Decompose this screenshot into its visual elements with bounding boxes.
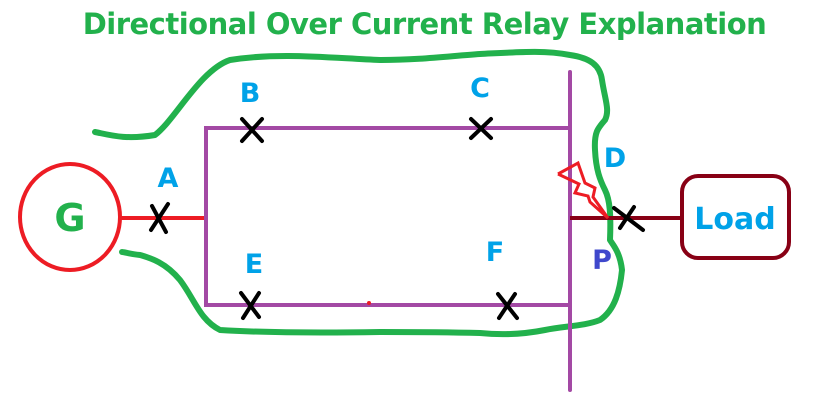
fault-lightning-icon xyxy=(557,160,610,220)
protection-zone-outline xyxy=(92,48,625,338)
breaker-label-d: D xyxy=(604,143,626,174)
load-label: Load xyxy=(694,202,775,237)
diagram-title: Directional Over Current Relay Explanati… xyxy=(82,7,767,41)
breaker-e-mark xyxy=(239,291,261,320)
breaker-label-f: F xyxy=(486,237,504,268)
breaker-label-c: C xyxy=(470,73,490,104)
breaker-f-mark xyxy=(496,292,519,320)
breaker-b-mark xyxy=(240,117,264,143)
red-dot xyxy=(367,301,371,305)
breaker-label-e: E xyxy=(245,249,263,280)
breaker-label-a: A xyxy=(158,163,179,194)
fault-point-label: P xyxy=(592,245,612,276)
breaker-a-mark xyxy=(149,202,170,234)
breaker-c-mark xyxy=(469,117,493,140)
breaker-d-mark xyxy=(612,205,645,232)
load-box xyxy=(680,174,791,260)
breaker-label-b: B xyxy=(240,78,261,109)
generator-label: G xyxy=(54,196,85,240)
bus-loop xyxy=(204,126,570,307)
